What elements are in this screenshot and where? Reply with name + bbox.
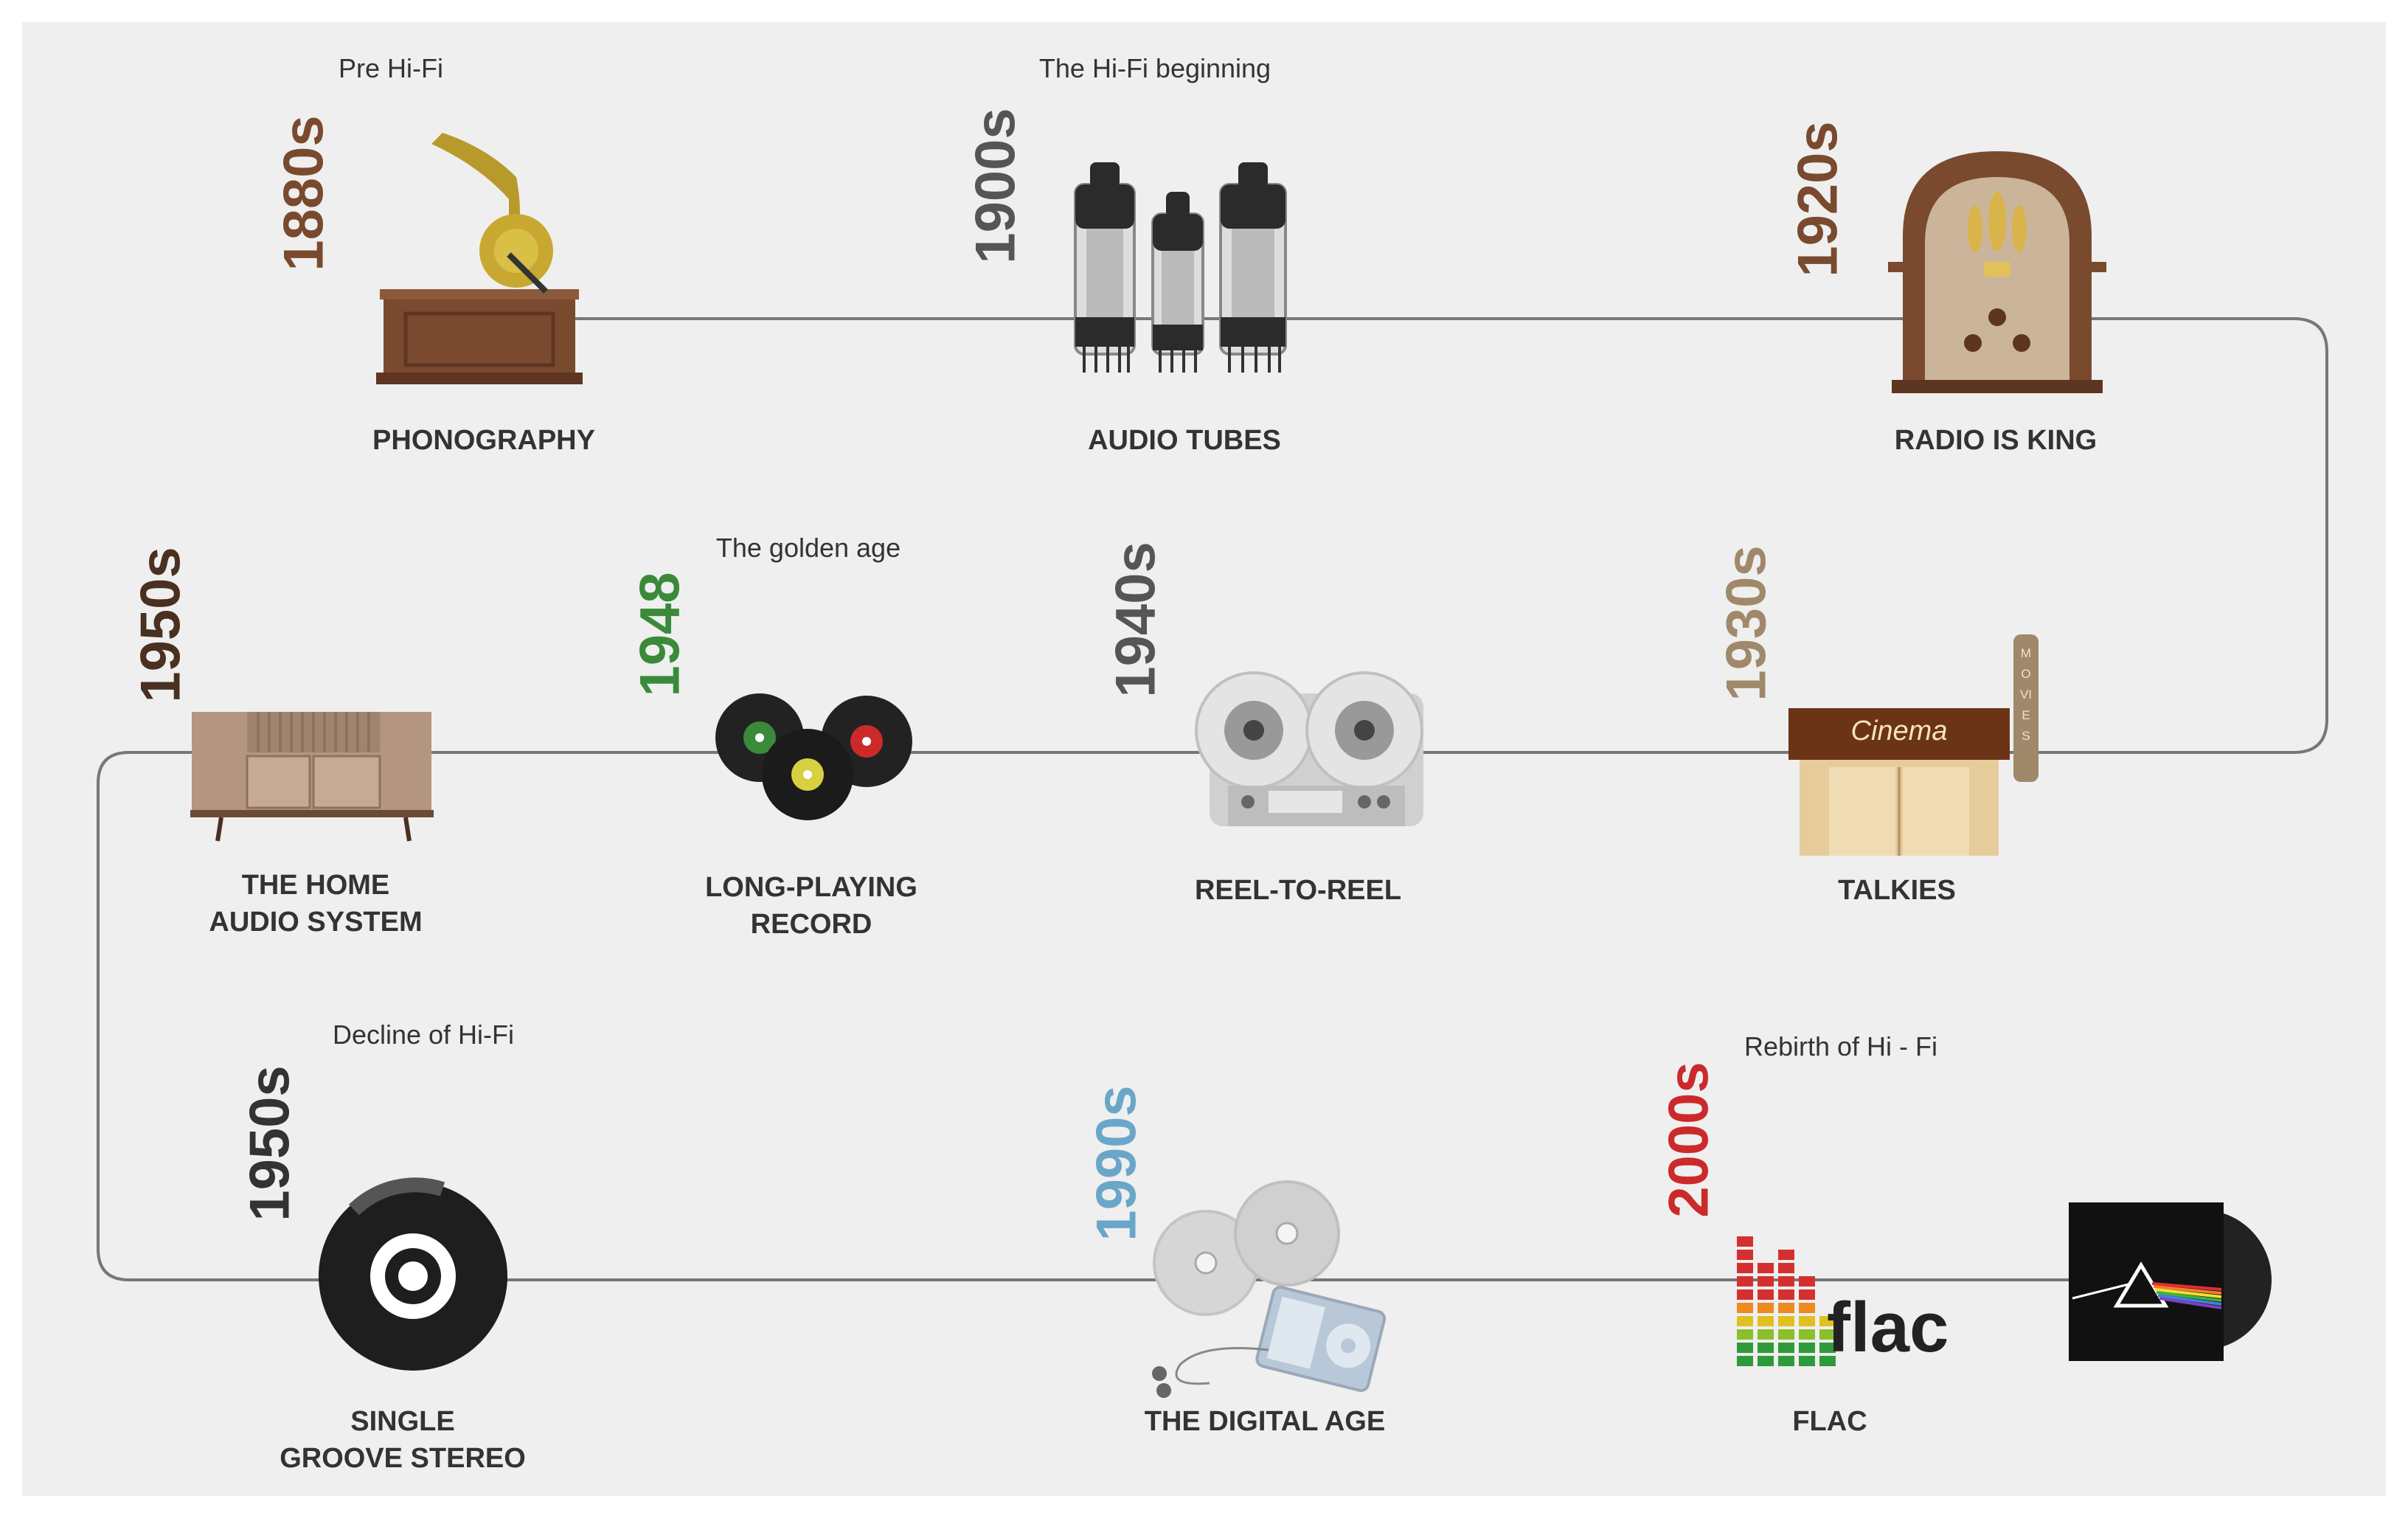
flac-eq-segment — [1737, 1356, 1753, 1366]
label-line: GROOVE STEREO — [280, 1443, 526, 1474]
vinyl-records-icon — [715, 693, 912, 820]
flac-eq-segment — [1799, 1329, 1815, 1340]
flac-eq-segment — [1799, 1289, 1815, 1300]
label-line: THE HOME — [241, 870, 390, 901]
flac-eq-segment — [1758, 1276, 1774, 1287]
label-single-groove-stereo: SINGLE GROOVE STEREO — [280, 1403, 526, 1477]
flac-eq-segment — [1758, 1329, 1774, 1340]
year-1948: 1948 — [628, 572, 692, 697]
label-long-playing-record: LONG-PLAYING RECORD — [705, 869, 917, 943]
flac-eq-segment — [1819, 1356, 1836, 1366]
year-1920s: 1920s — [1786, 121, 1850, 277]
year-1930s: 1930s — [1715, 545, 1778, 702]
flac-eq-segment — [1758, 1356, 1774, 1366]
era-caption-rebirth: Rebirth of Hi - Fi — [1743, 1031, 1938, 1062]
flac-eq-segment — [1778, 1303, 1794, 1313]
year-1950s-home: 1950s — [129, 547, 192, 703]
era-caption-pre-hifi: Pre Hi-Fi — [339, 53, 443, 83]
flac-eq-segment — [1737, 1289, 1753, 1300]
year-1950s-decline: 1950s — [238, 1065, 302, 1222]
flac-eq-segment — [1758, 1263, 1774, 1273]
flac-eq-segment — [1819, 1316, 1836, 1326]
movies-vertical-sign: MOVIES — [2019, 646, 2033, 743]
vinyl-disc-icon — [319, 1177, 507, 1371]
year-2000s: 2000s — [1657, 1062, 1721, 1218]
label-radio-is-king: RADIO IS KING — [1894, 425, 2098, 456]
flac-eq-segment — [1737, 1263, 1753, 1273]
year-1900s: 1900s — [964, 108, 1027, 264]
flac-eq-segment — [1778, 1356, 1794, 1366]
reel-to-reel-icon — [1195, 671, 1423, 826]
flac-eq-segment — [1737, 1236, 1753, 1247]
era-caption-hifi-beginning: The Hi-Fi beginning — [1038, 53, 1271, 83]
flac-eq-segment — [1799, 1343, 1815, 1353]
vacuum-tubes-icon — [1074, 162, 1287, 373]
label-talkies: TALKIES — [1838, 875, 1956, 906]
label-line: SINGLE — [350, 1406, 455, 1437]
phonograph-icon — [376, 133, 583, 384]
flac-eq-segment — [1778, 1316, 1794, 1326]
flac-eq-segment — [1737, 1316, 1753, 1326]
flac-eq-segment — [1799, 1356, 1815, 1366]
year-1880s: 1880s — [272, 115, 336, 271]
cinema-icon — [1788, 634, 2039, 856]
flac-eq-segment — [1799, 1276, 1815, 1287]
label-line: AUDIO SYSTEM — [209, 907, 423, 938]
year-1990s: 1990s — [1085, 1085, 1148, 1242]
label-audio-tubes: AUDIO TUBES — [1088, 425, 1281, 456]
timeline-path — [97, 317, 2328, 1281]
console-cabinet-icon — [190, 712, 434, 842]
flac-eq-segment — [1778, 1263, 1794, 1273]
flac-equalizer-icon — [1737, 1236, 1836, 1366]
flac-eq-segment — [1819, 1329, 1836, 1340]
label-reel-to-reel: REEL-TO-REEL — [1194, 875, 1402, 906]
flac-eq-segment — [1758, 1316, 1774, 1326]
flac-eq-segment — [1758, 1289, 1774, 1300]
flac-eq-segment — [1737, 1329, 1753, 1340]
flac-eq-segment — [1778, 1289, 1794, 1300]
flac-eq-segment — [1778, 1329, 1794, 1340]
album-cover-vinyl-icon — [2069, 1202, 2272, 1361]
flac-eq-segment — [1778, 1343, 1794, 1353]
flac-eq-segment — [1737, 1343, 1753, 1353]
flac-eq-segment — [1799, 1303, 1815, 1313]
label-line: LONG-PLAYING — [705, 872, 917, 903]
label-line: RECORD — [750, 909, 872, 940]
flac-eq-segment — [1737, 1276, 1753, 1287]
flac-eq-segment — [1778, 1276, 1794, 1287]
label-flac: FLAC — [1792, 1406, 1867, 1437]
flac-logo-text: flac — [1827, 1288, 1949, 1367]
flac-eq-segment — [1758, 1343, 1774, 1353]
radio-icon — [1888, 151, 2106, 393]
flac-eq-segment — [1778, 1250, 1794, 1260]
flac-eq-segment — [1819, 1343, 1836, 1353]
cinema-sign-text: Cinema — [1850, 716, 1948, 747]
year-1940s: 1940s — [1104, 541, 1167, 698]
flac-eq-segment — [1799, 1316, 1815, 1326]
era-caption-golden-age: The golden age — [715, 533, 901, 563]
flac-eq-segment — [1758, 1303, 1774, 1313]
flac-eq-segment — [1737, 1250, 1753, 1260]
label-digital-age: THE DIGITAL AGE — [1144, 1406, 1386, 1437]
era-caption-decline: Decline of Hi-Fi — [332, 1019, 515, 1050]
label-home-audio-system: THE HOME AUDIO SYSTEM — [209, 867, 422, 941]
flac-eq-segment — [1737, 1303, 1753, 1313]
label-phonography: PHONOGRAPHY — [372, 425, 595, 456]
cd-ipod-icon — [1152, 1180, 1387, 1398]
